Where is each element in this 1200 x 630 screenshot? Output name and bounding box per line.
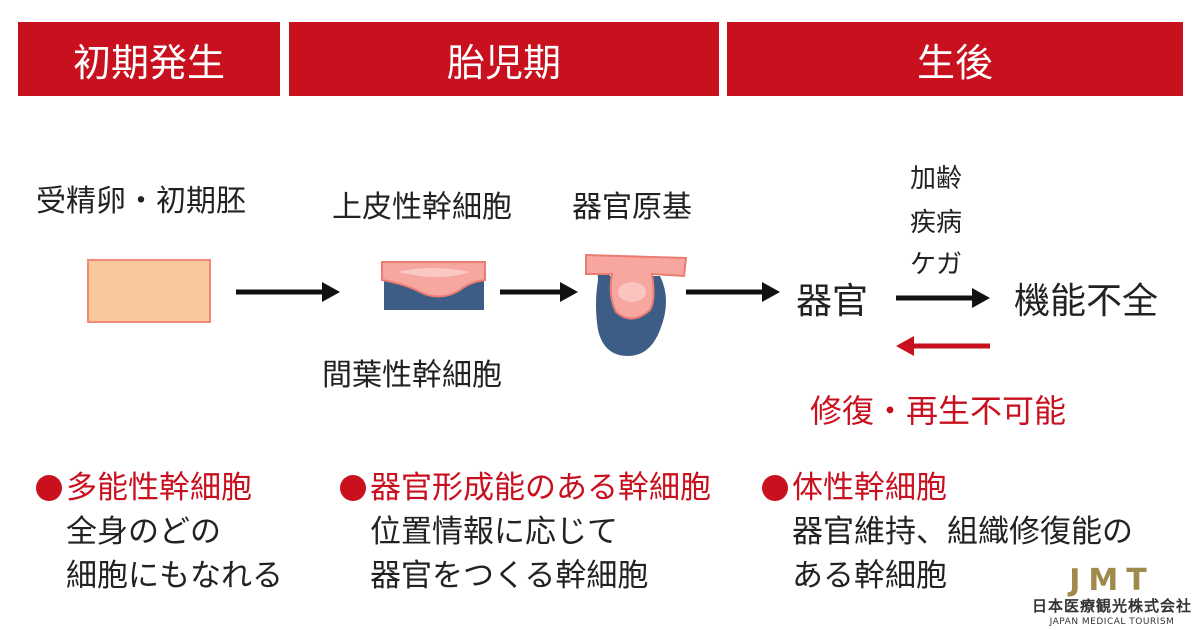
column-title: 多能性幹細胞 bbox=[36, 466, 283, 510]
column-title: 器官形成能のある幹細胞 bbox=[340, 466, 711, 510]
factor-disease-label: 疾病 bbox=[910, 208, 963, 238]
column-desc-line: ある幹細胞 bbox=[792, 558, 947, 594]
logo-company-en: JAPAN MEDICAL TOURISM bbox=[1049, 617, 1175, 627]
column-title: 体性幹細胞 bbox=[762, 466, 1133, 510]
fertilized-egg-block bbox=[87, 259, 211, 323]
arrow-to-dysfunction bbox=[896, 288, 990, 308]
organ-primordium-shape bbox=[585, 253, 688, 356]
stage-header-fetal: 胎児期 bbox=[289, 22, 719, 96]
jmt-logo: JMT 日本医療観光株式会社 JAPAN MEDICAL TOURISM bbox=[1028, 566, 1196, 628]
stage-header-label: 初期発生 bbox=[72, 40, 225, 85]
no-regeneration-label: 修復・再生不可能 bbox=[810, 392, 1067, 430]
stage-header-postnatal: 生後 bbox=[727, 22, 1183, 96]
organ-primordium-label: 器官原基 bbox=[572, 190, 692, 225]
column-desc-line: 細胞にもなれる bbox=[66, 558, 283, 594]
column-pluripotent: 多能性幹細胞 全身のどの 細胞にもなれる bbox=[36, 466, 283, 598]
column-desc-line: 器官維持、組織修復能の bbox=[792, 514, 1133, 550]
stage-header-early-development: 初期発生 bbox=[18, 22, 280, 96]
arrow-to-organ bbox=[686, 282, 780, 302]
factor-aging-label: 加齢 bbox=[910, 164, 963, 194]
column-somatic: 体性幹細胞 器官維持、組織修復能の ある幹細胞 bbox=[762, 466, 1133, 598]
column-title-text: 器官形成能のある幹細胞 bbox=[370, 470, 711, 506]
column-desc-line: 位置情報に応じて bbox=[370, 514, 618, 550]
arrow-to-organ-primordium bbox=[500, 282, 578, 302]
factor-injury-label: ケガ bbox=[910, 250, 963, 280]
dysfunction-label: 機能不全 bbox=[1014, 281, 1159, 322]
organ-label: 器官 bbox=[796, 281, 869, 322]
column-title-text: 多能性幹細胞 bbox=[66, 470, 252, 506]
stage-header-label: 生後 bbox=[916, 40, 993, 85]
column-desc-line: 全身のどの bbox=[66, 514, 221, 550]
logo-mark: JMT bbox=[1069, 563, 1155, 598]
fertilized-egg-label: 受精卵・初期胚 bbox=[36, 184, 246, 219]
bullet-dot-icon bbox=[762, 475, 788, 501]
column-organogenic: 器官形成能のある幹細胞 位置情報に応じて 器官をつくる幹細胞 bbox=[340, 466, 711, 598]
logo-company-jp: 日本医療観光株式会社 bbox=[1031, 597, 1192, 615]
repair-arrow-red bbox=[896, 336, 990, 356]
arrow-to-stem-cells bbox=[236, 282, 340, 302]
bullet-dot-icon bbox=[340, 475, 366, 501]
stage-header-label: 胎児期 bbox=[446, 40, 561, 85]
stem-cell-layers bbox=[381, 261, 486, 310]
bullet-dot-icon bbox=[36, 475, 62, 501]
column-desc-line: 器官をつくる幹細胞 bbox=[370, 558, 649, 594]
column-title-text: 体性幹細胞 bbox=[792, 470, 947, 506]
mesenchymal-stem-label: 間葉性幹細胞 bbox=[322, 358, 502, 393]
epithelial-stem-label: 上皮性幹細胞 bbox=[332, 190, 512, 225]
